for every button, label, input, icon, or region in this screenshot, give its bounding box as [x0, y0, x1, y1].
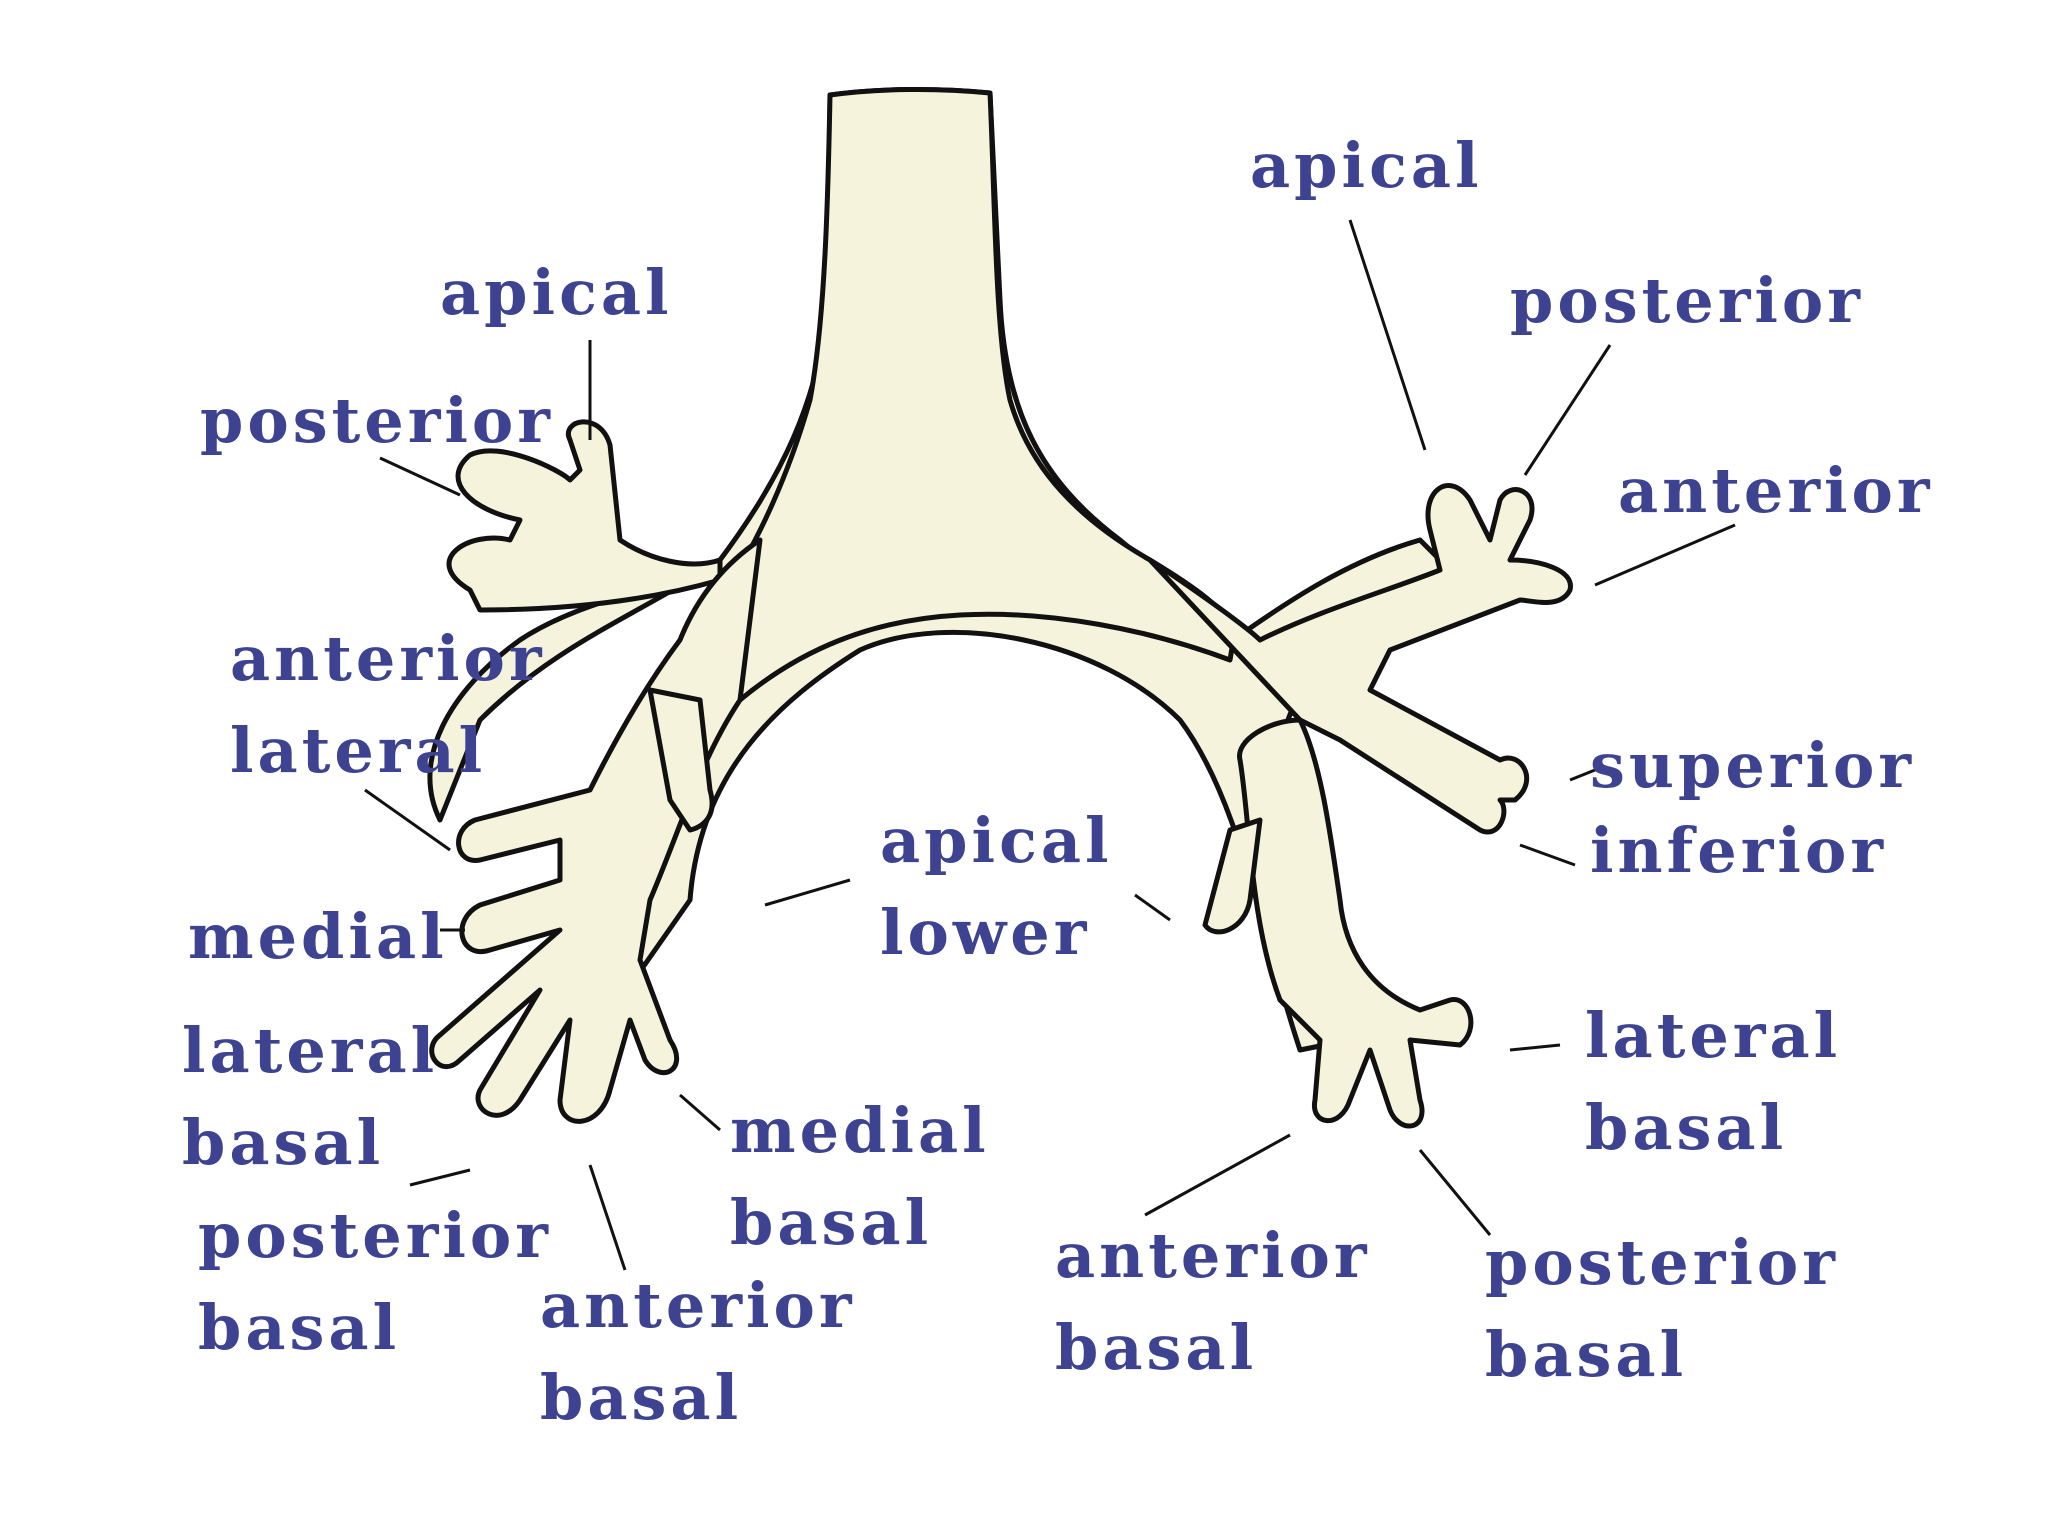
leader-line-left-posterior — [1523, 344, 1612, 476]
leader-line-left-superior — [1569, 768, 1596, 782]
leader-line-left-anterior-basal — [1144, 1133, 1291, 1217]
label-left-lateral-basal-line2: basal — [1585, 1091, 1788, 1164]
label-left-posterior-basal-line1: posterior — [1485, 1226, 1839, 1299]
label-right-medial: medial — [188, 900, 448, 973]
label-right-anterior-basal: anterior basal — [540, 1275, 856, 1429]
label-left-posterior-basal: posterior basal — [1485, 1232, 1839, 1386]
label-right-lateral-basal-line1: lateral — [182, 1014, 439, 1087]
leader-line-apical-lower-right — [764, 878, 851, 907]
leader-line-left-lateral-basal — [1509, 1043, 1561, 1052]
label-right-medial-basal-line1: medial — [730, 1094, 990, 1167]
label-right-medial-basal-line2: basal — [730, 1186, 933, 1259]
label-left-lateral-basal: lateral basal — [1585, 1005, 1841, 1159]
label-right-lateral-basal: lateral basal — [182, 1020, 438, 1174]
label-right-anterior-lateral: anterior lateral — [230, 628, 546, 782]
label-left-apical: apical — [1250, 129, 1483, 202]
leader-line-left-anterior — [1594, 523, 1736, 587]
label-right-anterior-basal-line2: basal — [540, 1361, 743, 1434]
right-middle-lobe-bronchus — [647, 687, 715, 833]
left-superior-segment-bronchus — [1202, 817, 1263, 935]
label-right-lateral-basal-line2: basal — [182, 1106, 385, 1179]
label-left-posterior: posterior — [1510, 264, 1864, 337]
right-main-bronchus — [446, 419, 723, 613]
label-left-anterior-basal: anterior basal — [1055, 1225, 1371, 1379]
label-left-inferior: inferior — [1590, 814, 1887, 887]
leader-line-apical-lower-left — [1134, 893, 1171, 922]
label-right-posterior-basal-line2: basal — [198, 1291, 401, 1364]
leader-line-right-lateral — [364, 788, 451, 852]
label-left-lateral-basal-line1: lateral — [1585, 999, 1842, 1072]
label-right-medial-basal: medial basal — [730, 1100, 990, 1254]
left-lower-bronchus — [1237, 717, 1474, 1129]
label-apical-lower-line2: lower — [880, 896, 1091, 969]
leader-line-right-posterior-basal — [409, 1168, 471, 1187]
label-left-anterior: anterior — [1618, 454, 1934, 527]
label-apical-lower-line1: apical — [880, 804, 1113, 877]
left-main-bronchus — [1147, 483, 1573, 835]
label-left-anterior-basal-line1: anterior — [1055, 1219, 1371, 1292]
label-right-anterior-basal-line1: anterior — [540, 1269, 856, 1342]
label-left-posterior-basal-line2: basal — [1485, 1318, 1688, 1391]
label-left-superior: superior — [1590, 729, 1916, 802]
label-right-lateral-line2: lateral — [230, 714, 487, 787]
leader-line-right-posterior — [379, 456, 461, 497]
label-right-posterior-basal: posterior basal — [198, 1205, 552, 1359]
leader-line-right-medial-basal — [679, 1093, 721, 1132]
leader-line-left-posterior-basal — [1418, 1149, 1492, 1236]
label-left-anterior-basal-line2: basal — [1055, 1311, 1258, 1384]
label-right-apical: apical — [440, 256, 673, 329]
label-right-posterior-basal-line1: posterior — [198, 1199, 552, 1272]
leader-line-left-inferior — [1519, 843, 1576, 867]
label-apical-lower: apical lower — [880, 810, 1113, 964]
label-right-posterior: posterior — [200, 384, 554, 457]
right-lower-bronchus — [429, 537, 763, 1124]
trachea — [717, 86, 1238, 703]
leader-line-right-anterior-basal — [588, 1164, 627, 1271]
label-right-anterior-line1: anterior — [230, 622, 546, 695]
leader-line-left-apical — [1348, 219, 1427, 451]
